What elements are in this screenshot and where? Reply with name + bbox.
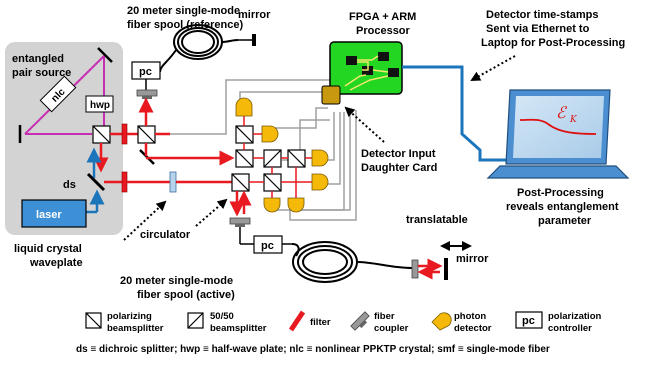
- source-label-line2: pair source: [12, 67, 71, 79]
- translatable-label-line1: translatable: [406, 214, 468, 226]
- daughter-label-line1: Detector Input: [361, 148, 436, 160]
- footnote: ds ≡ dichroic splitter; hwp ≡ half-wave …: [76, 344, 550, 355]
- fpga-board: [321, 41, 403, 105]
- detector-label-line3: Laptop for Post-Processing: [481, 37, 625, 49]
- laser-label: laser: [36, 209, 62, 221]
- entangled-pair-source: entangled pair source nlc hwp ds laser: [5, 42, 123, 235]
- fiber-ref-label-line2: fiber spool (reference): [127, 19, 243, 31]
- fiber-coupler-top: [136, 89, 158, 97]
- dichroic-splitter: [86, 172, 106, 192]
- hwp-plate: [85, 95, 114, 113]
- entanglement-symbol: ℰ: [556, 103, 568, 122]
- detector-cluster: [235, 97, 329, 213]
- laptop: ℰ K: [486, 89, 630, 179]
- legend-photon-line2: detector: [454, 323, 492, 334]
- fiber-active-label-line2: fiber spool (active): [137, 289, 235, 301]
- legend-coupler-icon: [350, 311, 370, 331]
- pc-top-label: pc: [139, 66, 152, 78]
- photon-detector-6: [287, 197, 305, 213]
- photon-detector-4: [311, 173, 329, 191]
- translatable-mirror: [444, 258, 448, 280]
- fiber-spool-reference: [159, 24, 239, 73]
- hwp-label: hwp: [90, 100, 110, 111]
- legend-pc-line1: polarization: [548, 311, 602, 322]
- fiber-spool-active: [291, 241, 413, 283]
- photon-detector-2: [261, 125, 279, 143]
- legend-pbs-line2: beamsplitter: [107, 323, 164, 334]
- legend-bs-line2: beamsplitter: [210, 323, 267, 334]
- nlc-crystal: nlc: [39, 75, 77, 113]
- legend-photon-icon: [431, 312, 452, 331]
- post-label-line2: reveals entanglement: [506, 201, 619, 213]
- fiber-coupler-mirror: [411, 259, 419, 279]
- legend-pc-line2: controller: [548, 323, 592, 334]
- photon-detector-5: [263, 197, 281, 213]
- fiber-active-label-line1: 20 meter single-mode: [120, 275, 233, 287]
- post-label-line1: Post-Processing: [517, 187, 604, 199]
- lcw-label-line1: liquid crystal: [14, 243, 82, 255]
- source-mirror-top: [97, 47, 113, 63]
- circulator-pointer: [195, 198, 228, 227]
- legend-pc-icon: [515, 311, 543, 329]
- detector-pointer: [470, 55, 516, 81]
- daughter-pointer: [344, 106, 385, 143]
- translatable-label-line2: mirror: [456, 253, 489, 265]
- legend-filter-icon: [288, 310, 306, 332]
- daughter-label-line2: Daughter Card: [361, 162, 437, 174]
- lcw-label-line2: waveplate: [29, 257, 83, 269]
- filter-top: [121, 123, 128, 145]
- legend-filter: filter: [310, 317, 331, 328]
- entanglement-curve: [519, 118, 597, 135]
- detector-label-line2: Sent via Ethernet to: [486, 23, 590, 35]
- post-label-line3: parameter: [538, 215, 592, 227]
- entanglement-subscript: K: [569, 115, 578, 125]
- reference-mirror: [252, 34, 256, 46]
- filter-bottom: [121, 171, 128, 193]
- photon-detector-1: [235, 97, 253, 117]
- mirror-label: mirror: [238, 9, 271, 21]
- laser-box: [21, 199, 87, 228]
- ethernet-cable: [402, 65, 520, 162]
- photon-detector-3: [311, 149, 329, 167]
- pc-bottom-label: pc: [261, 240, 274, 252]
- fiber-ref-label-line1: 20 meter single-mode: [127, 5, 240, 17]
- legend-photon-line1: photon: [454, 311, 486, 322]
- legend-pbs-line1: polarizing: [107, 311, 152, 322]
- legend: polarizing beamsplitter 50/50 beamsplitt…: [85, 310, 602, 334]
- fpga-label-line2: Processor: [356, 25, 411, 37]
- legend-coupler-line1: fiber: [374, 311, 395, 322]
- liquid-crystal-waveplate: [169, 171, 177, 193]
- legend-pc-symbol: pc: [522, 315, 535, 327]
- legend-bs-line1: 50/50: [210, 311, 234, 322]
- lcw-pointer: [123, 200, 167, 241]
- ds-label: ds: [63, 179, 76, 191]
- source-label-line1: entangled: [12, 53, 64, 65]
- fiber-coupler-bottom: [229, 217, 251, 225]
- fpga-label-line1: FPGA + ARM: [349, 11, 416, 23]
- circulator-label: circulator: [140, 229, 191, 241]
- detector-label-line1: Detector time-stamps: [486, 9, 598, 21]
- legend-coupler-line2: coupler: [374, 323, 409, 334]
